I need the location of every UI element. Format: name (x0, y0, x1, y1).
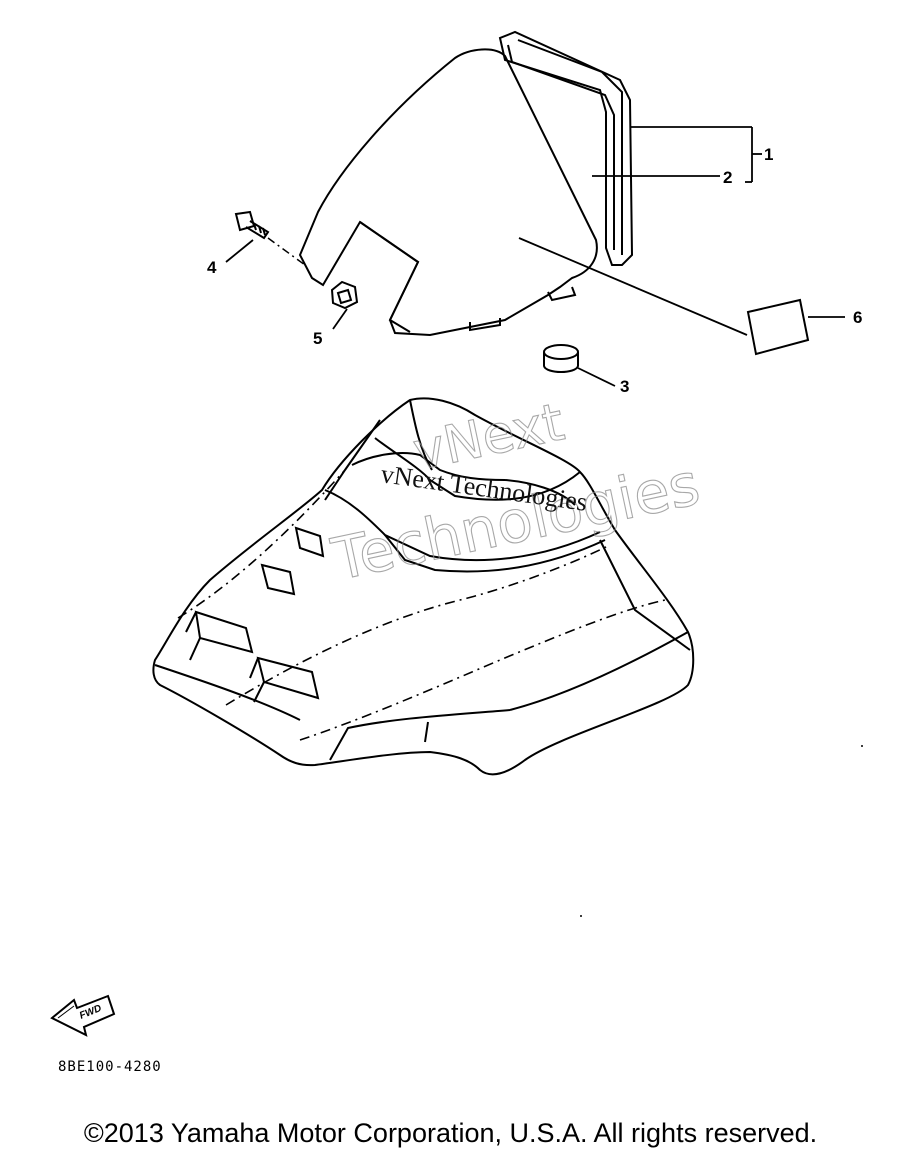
callout-3: 3 (620, 377, 629, 396)
fwd-arrow-icon: FWD (50, 994, 116, 1037)
callout-5: 5 (313, 329, 322, 348)
cowling-centerlines (177, 469, 666, 741)
diagram-code: 8BE100-4280 (58, 1059, 162, 1075)
bolt (234, 210, 270, 240)
callout-4: 4 (207, 258, 217, 277)
watermark: vNext Technologies vNext Technologies (325, 392, 706, 595)
copyright-notice: ©2013 Yamaha Motor Corporation, U.S.A. A… (83, 1118, 818, 1148)
bolt-centerline (267, 237, 306, 266)
engine-cowling (152, 397, 695, 776)
seal-trim (498, 30, 634, 266)
callout-2: 2 (723, 168, 732, 187)
stray-dot (580, 915, 582, 917)
callout-1: 1 (764, 145, 773, 164)
top-cover-panel (298, 48, 598, 337)
label-plate (746, 298, 810, 356)
leader-lines (225, 126, 845, 387)
nut (330, 280, 359, 310)
callout-6: 6 (853, 308, 862, 327)
stray-dot (861, 745, 863, 747)
grommet (543, 344, 579, 373)
